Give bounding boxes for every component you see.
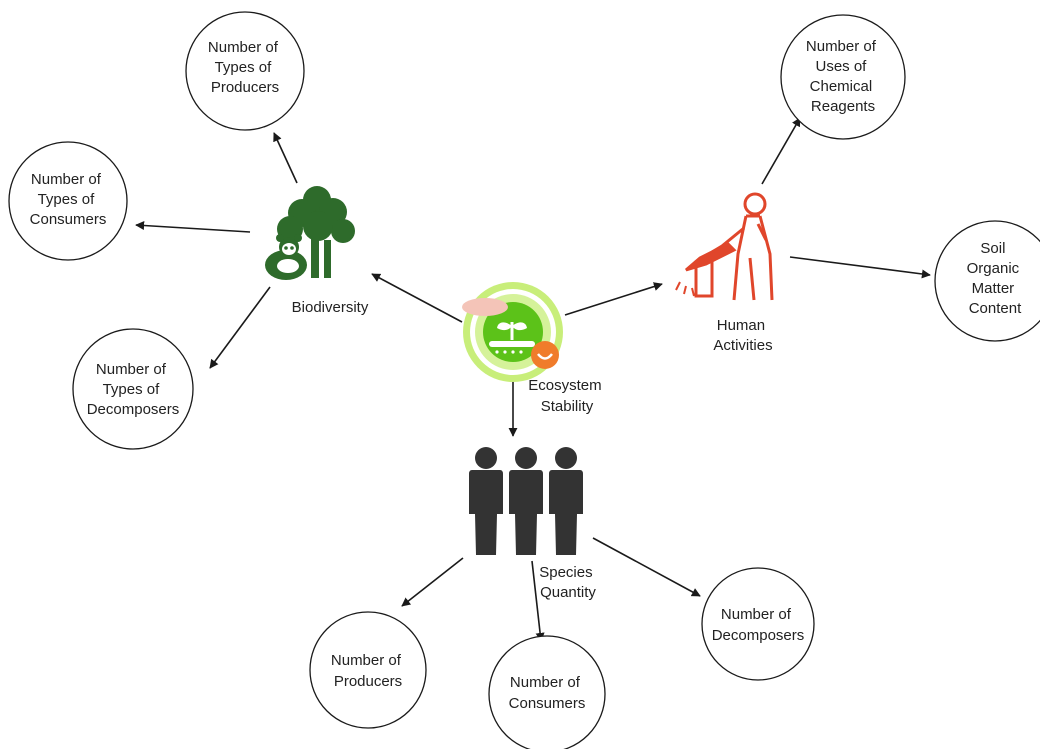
hub-species-quantity: Species Quantity [469,447,597,601]
node-circle [8,141,128,261]
node-circle [780,14,906,140]
people-group-icon [469,447,583,555]
hub-label: Biodiversity [292,299,369,316]
node-label: Number of Decomposers [712,606,805,644]
edge-biodiversity-consumer-types [135,221,251,233]
node-producer-types: Number of Types of Producers [185,11,305,131]
node-label: Number of Uses of Chemical Reagents [806,38,880,115]
node-label: Number of Types of Decomposers [87,361,180,418]
hub-label: Species Quantity [539,564,597,601]
hub-biodiversity: Biodiversity [265,186,369,316]
edge-species-decomposers [592,537,701,597]
node-circle [72,328,194,450]
node-chemical-reagents: Number of Uses of Chemical Reagents [780,14,906,140]
hub-label: Ecosystem Stability [528,377,606,415]
node-label: Soil Organic Matter Content [967,240,1024,317]
edge-human-chemical-reagents [761,117,801,185]
node-producers: Number of Producers [309,611,427,729]
edge-species-producers [401,557,464,607]
node-circle [934,220,1040,342]
edges-layer [135,117,931,642]
edge-human-soil-organic [789,256,931,279]
edge-biodiversity-producer-types [273,132,298,184]
node-consumers: Number of Consumers [488,635,606,753]
hub-human-activities: Human Activities [675,192,774,354]
edge-center-biodiversity [371,273,463,323]
node-soil-organic: Soil Organic Matter Content [934,220,1040,342]
edge-center-human [564,282,663,316]
hub-label: Human Activities [713,317,772,354]
node-decomposers: Number of Decomposers [701,567,815,681]
person-sprayer-icon [675,192,774,301]
tree-panda-icon [265,186,355,280]
node-label: Number of Producers [331,652,405,690]
node-label: Number of Types of Consumers [30,171,107,228]
ecosystem-stability-icon [462,282,563,382]
hub-ecosystem-stability: Ecosystem Stability [462,282,606,415]
edge-species-consumers [531,560,545,642]
node-circle [185,11,305,131]
node-decomposer-types: Number of Types of Decomposers [72,328,194,450]
node-label: Number of Types of Producers [208,39,282,96]
node-circle [309,611,427,729]
node-circle [701,567,815,681]
node-circle [488,635,606,753]
node-label: Number of Consumers [509,674,586,712]
node-consumer-types: Number of Types of Consumers [8,141,128,261]
edge-biodiversity-decomposer-types [209,286,271,369]
